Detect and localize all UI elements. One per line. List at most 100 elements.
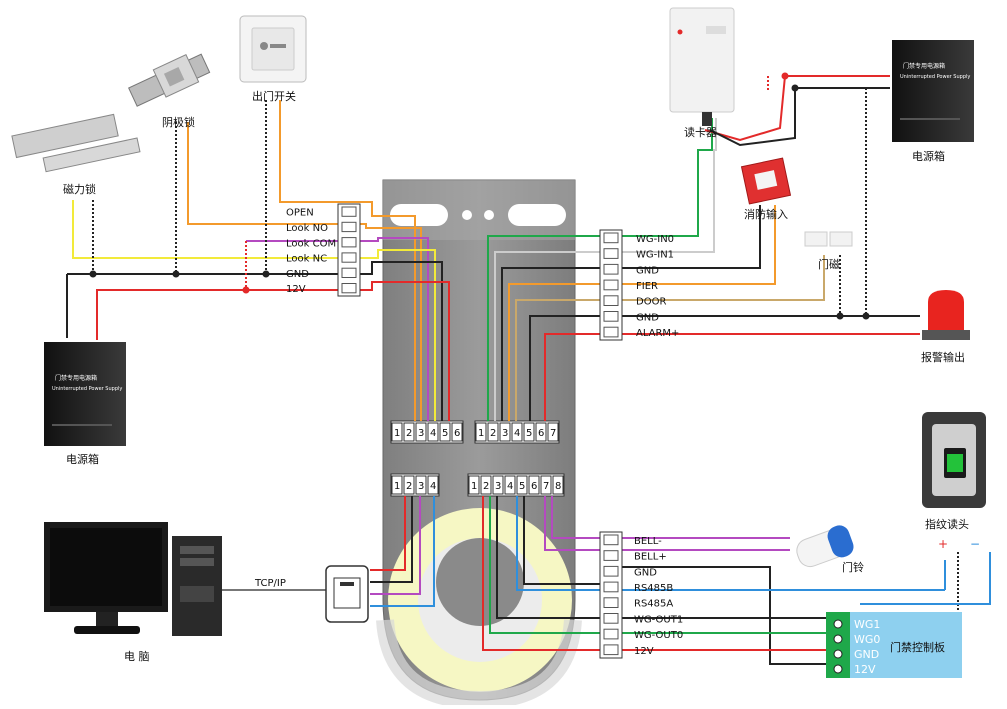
terminal-cell [603, 295, 619, 306]
exit-button-label: 出门开关 [252, 89, 296, 103]
connector-pin [511, 422, 523, 442]
fire-input-label: 消防输入 [744, 207, 788, 221]
terminal-label: GND [636, 312, 659, 323]
connector-pin [451, 422, 463, 442]
terminal-cell [603, 597, 619, 608]
connector-pin-number: 2 [483, 481, 489, 492]
terminal-cell [603, 311, 619, 322]
terminal-label: GND [286, 269, 309, 280]
terminal-cell [341, 221, 357, 233]
terminal-label: RS485B [634, 583, 673, 594]
connector-pin [468, 475, 480, 495]
terminal-label: WG-IN0 [636, 234, 674, 245]
connector-pin [552, 475, 564, 495]
terminal-label: WG-IN1 [636, 250, 674, 261]
strike-lock-device: 阴极锁 [128, 53, 211, 129]
terminal-cell [341, 237, 357, 248]
board-pin-label: 12V [854, 663, 876, 676]
terminal-cell [603, 534, 619, 546]
connector-pin-number: 4 [514, 428, 520, 439]
terminal-cell [603, 613, 619, 624]
connector-pin-number: 4 [430, 428, 436, 439]
connector-pin-number: 1 [471, 481, 477, 492]
connector-pin-number: 3 [495, 481, 501, 492]
computer-device: 电 脑 [44, 522, 222, 663]
doorbell-device: 门铃 [796, 525, 864, 574]
connector-pin [516, 475, 528, 495]
board-pin-screw [833, 634, 843, 644]
left-wires [66, 100, 450, 421]
connector-pin-number: 1 [394, 481, 400, 492]
fingerprint-plus: + [938, 537, 948, 551]
connector-pin-number: 6 [531, 481, 537, 492]
terminal-label: 12V [286, 284, 306, 295]
tcpip-label: TCP/IP [254, 578, 286, 589]
terminal-label: 12V [634, 646, 654, 657]
connector-pin-number: 6 [538, 428, 544, 439]
connector-pin-number: 5 [519, 481, 525, 492]
terminal-cell [603, 232, 619, 244]
connector-pin [415, 422, 427, 442]
terminal-label: FIER [636, 281, 658, 292]
connector-pin [439, 422, 451, 442]
terminal-label: DOOR [636, 297, 666, 308]
doorbell-label: 门铃 [842, 560, 864, 574]
computer-label: 电 脑 [124, 650, 150, 663]
psu-left-label: 电源箱 [66, 452, 99, 466]
psu-left-title: 门禁专用电源箱 [55, 374, 97, 382]
door-sensor-label: 门磁 [818, 257, 840, 271]
terminal-label: Look NC [286, 254, 327, 265]
psu-right-label: 电源箱 [912, 149, 945, 163]
connector-pin-number: 1 [478, 428, 484, 439]
connector-pin [427, 422, 439, 442]
right-bottom-terminal-strip: BELL-BELL+GNDRS485BRS485AWG-OUT1WG-OUT01… [599, 531, 683, 659]
connector-pin [504, 475, 516, 495]
psu-left-device: 门禁专用电源箱 Uninterrupted Power Supply 电源箱 [44, 342, 126, 466]
board-pin-label: WG0 [854, 633, 880, 646]
connector-pin-number: 5 [526, 428, 532, 439]
connector-pin [427, 475, 439, 495]
board-pin-screw [833, 619, 843, 629]
rj45-port: TCP/IP [254, 565, 369, 623]
terminal-cell [603, 550, 619, 561]
psu-right-device: 门禁专用电源箱 Uninterrupted Power Supply 电源箱 [892, 40, 974, 163]
fingerprint-minus: − [970, 537, 980, 551]
terminal-cell [341, 252, 357, 263]
connector-pin [403, 475, 415, 495]
terminal-label: BELL+ [634, 552, 667, 563]
connector-pin [391, 422, 403, 442]
connector-pin-number: 7 [543, 481, 549, 492]
control-board-label: 门禁控制板 [890, 640, 945, 654]
board-pin-label: WG1 [854, 618, 880, 631]
connector-pin-number: 6 [454, 428, 460, 439]
connector-pin [487, 422, 499, 442]
connector-pin [475, 422, 487, 442]
terminal-cell [603, 263, 619, 275]
connector-pin [535, 422, 547, 442]
terminal-cell [341, 283, 357, 294]
terminal-label: ALARM+ [636, 328, 679, 339]
connector-pin [492, 475, 504, 495]
terminal-label: WG-OUT1 [634, 614, 683, 625]
mag-lock-device: 磁力锁 [11, 113, 141, 196]
terminal-label: RS485A [634, 599, 673, 610]
junction-dots [89, 270, 270, 294]
connector-pin [480, 475, 492, 495]
fingerprint-device: 指纹读头 + − [922, 412, 986, 551]
terminal-label: WG-OUT0 [634, 630, 683, 641]
terminal-label: BELL- [634, 536, 662, 547]
connector-pin [499, 422, 511, 442]
card-reader-device: 读卡器 [669, 7, 735, 139]
connector-pin-number: 5 [442, 428, 448, 439]
connector-pin-number: 2 [406, 481, 412, 492]
connector-pin [415, 475, 427, 495]
psu-right-title: 门禁专用电源箱 [903, 62, 945, 70]
terminal-cell [603, 248, 619, 259]
connector-pin-number: 7 [550, 428, 556, 439]
alarm-output-device: 报警输出 [921, 290, 970, 364]
connector-pin-number: 3 [418, 428, 424, 439]
